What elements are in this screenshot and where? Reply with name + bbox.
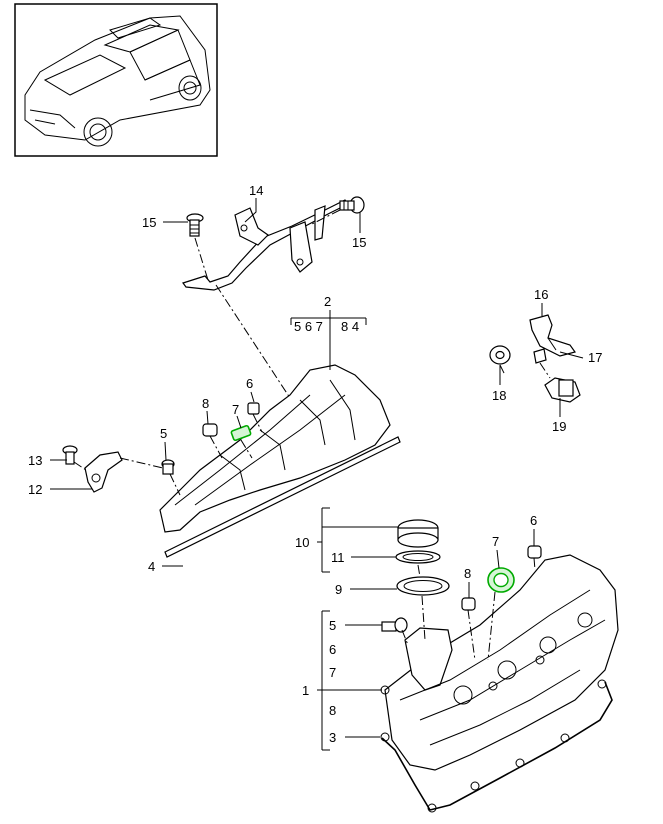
callout-16: 16 bbox=[534, 287, 548, 302]
callout-8-lower-list: 8 bbox=[329, 703, 336, 718]
seal-part-7-lower bbox=[487, 567, 515, 593]
sensor-part-19 bbox=[544, 377, 581, 403]
callout-6-upper: 6 bbox=[246, 376, 253, 391]
callout-14: 14 bbox=[249, 183, 263, 198]
callout-6-lower-list: 6 bbox=[329, 642, 336, 657]
seal-part-7-upper bbox=[230, 424, 252, 442]
gasket-part-3 bbox=[381, 679, 613, 813]
callout-3: 3 bbox=[329, 730, 336, 745]
callout-10: 10 bbox=[295, 535, 309, 550]
callout-19: 19 bbox=[552, 419, 566, 434]
callout-4: 4 bbox=[148, 559, 155, 574]
callout-17: 17 bbox=[588, 350, 602, 365]
callout-7-upper: 7 bbox=[232, 402, 239, 417]
callout-6-lower: 6 bbox=[530, 513, 537, 528]
callout-12: 12 bbox=[28, 482, 42, 497]
cap-part-10 bbox=[397, 519, 439, 548]
bolt-part-5-lower bbox=[381, 617, 408, 633]
bolt-part-15-left bbox=[186, 213, 204, 237]
callout-5-lower: 5 bbox=[329, 618, 336, 633]
callout-7-lower: 7 bbox=[492, 534, 499, 549]
vehicle-thumbnail bbox=[14, 3, 218, 157]
seal-part-11 bbox=[395, 550, 441, 564]
callout-7-lower-list: 7 bbox=[329, 665, 336, 680]
plug-part-6-upper bbox=[247, 402, 260, 415]
bolt-part-5-upper bbox=[161, 459, 175, 475]
ring-part-9 bbox=[396, 576, 450, 596]
plug-part-8-upper bbox=[202, 423, 218, 437]
callout-labels: 14 15 15 2 5 6 7 8 4 16 17 18 19 6 7 8 5… bbox=[28, 183, 602, 745]
cable-bracket-part-16 bbox=[529, 314, 576, 357]
leader-lines bbox=[50, 198, 584, 751]
plug-part-8-lower bbox=[461, 597, 476, 611]
washer-part-18 bbox=[489, 345, 511, 365]
clip-part-17 bbox=[533, 348, 547, 364]
callout-11: 11 bbox=[331, 550, 345, 565]
valve-cover-part-1 bbox=[380, 554, 619, 771]
callout-8-upper: 8 bbox=[202, 396, 209, 411]
callout-2-sub-b: 8 4 bbox=[341, 319, 359, 334]
gasket-part-4 bbox=[164, 436, 401, 558]
callout-15-right: 15 bbox=[352, 235, 366, 250]
callout-9: 9 bbox=[335, 582, 342, 597]
callout-18: 18 bbox=[492, 388, 506, 403]
callout-5-upper: 5 bbox=[160, 426, 167, 441]
bracket-part-14 bbox=[182, 199, 349, 291]
callout-8-lower: 8 bbox=[464, 566, 471, 581]
plug-part-6-lower bbox=[527, 545, 542, 559]
alignment-lines bbox=[73, 209, 551, 661]
callout-1: 1 bbox=[302, 683, 309, 698]
bolt-part-13 bbox=[62, 445, 78, 465]
callout-15-left: 15 bbox=[142, 215, 156, 230]
callout-2-sub-a: 5 6 7 bbox=[294, 319, 323, 334]
valve-cover-part-2 bbox=[159, 364, 391, 533]
sensor-part-12 bbox=[84, 451, 123, 493]
bolt-part-15-right bbox=[339, 196, 365, 214]
callout-2: 2 bbox=[324, 294, 331, 309]
callout-13: 13 bbox=[28, 453, 42, 468]
